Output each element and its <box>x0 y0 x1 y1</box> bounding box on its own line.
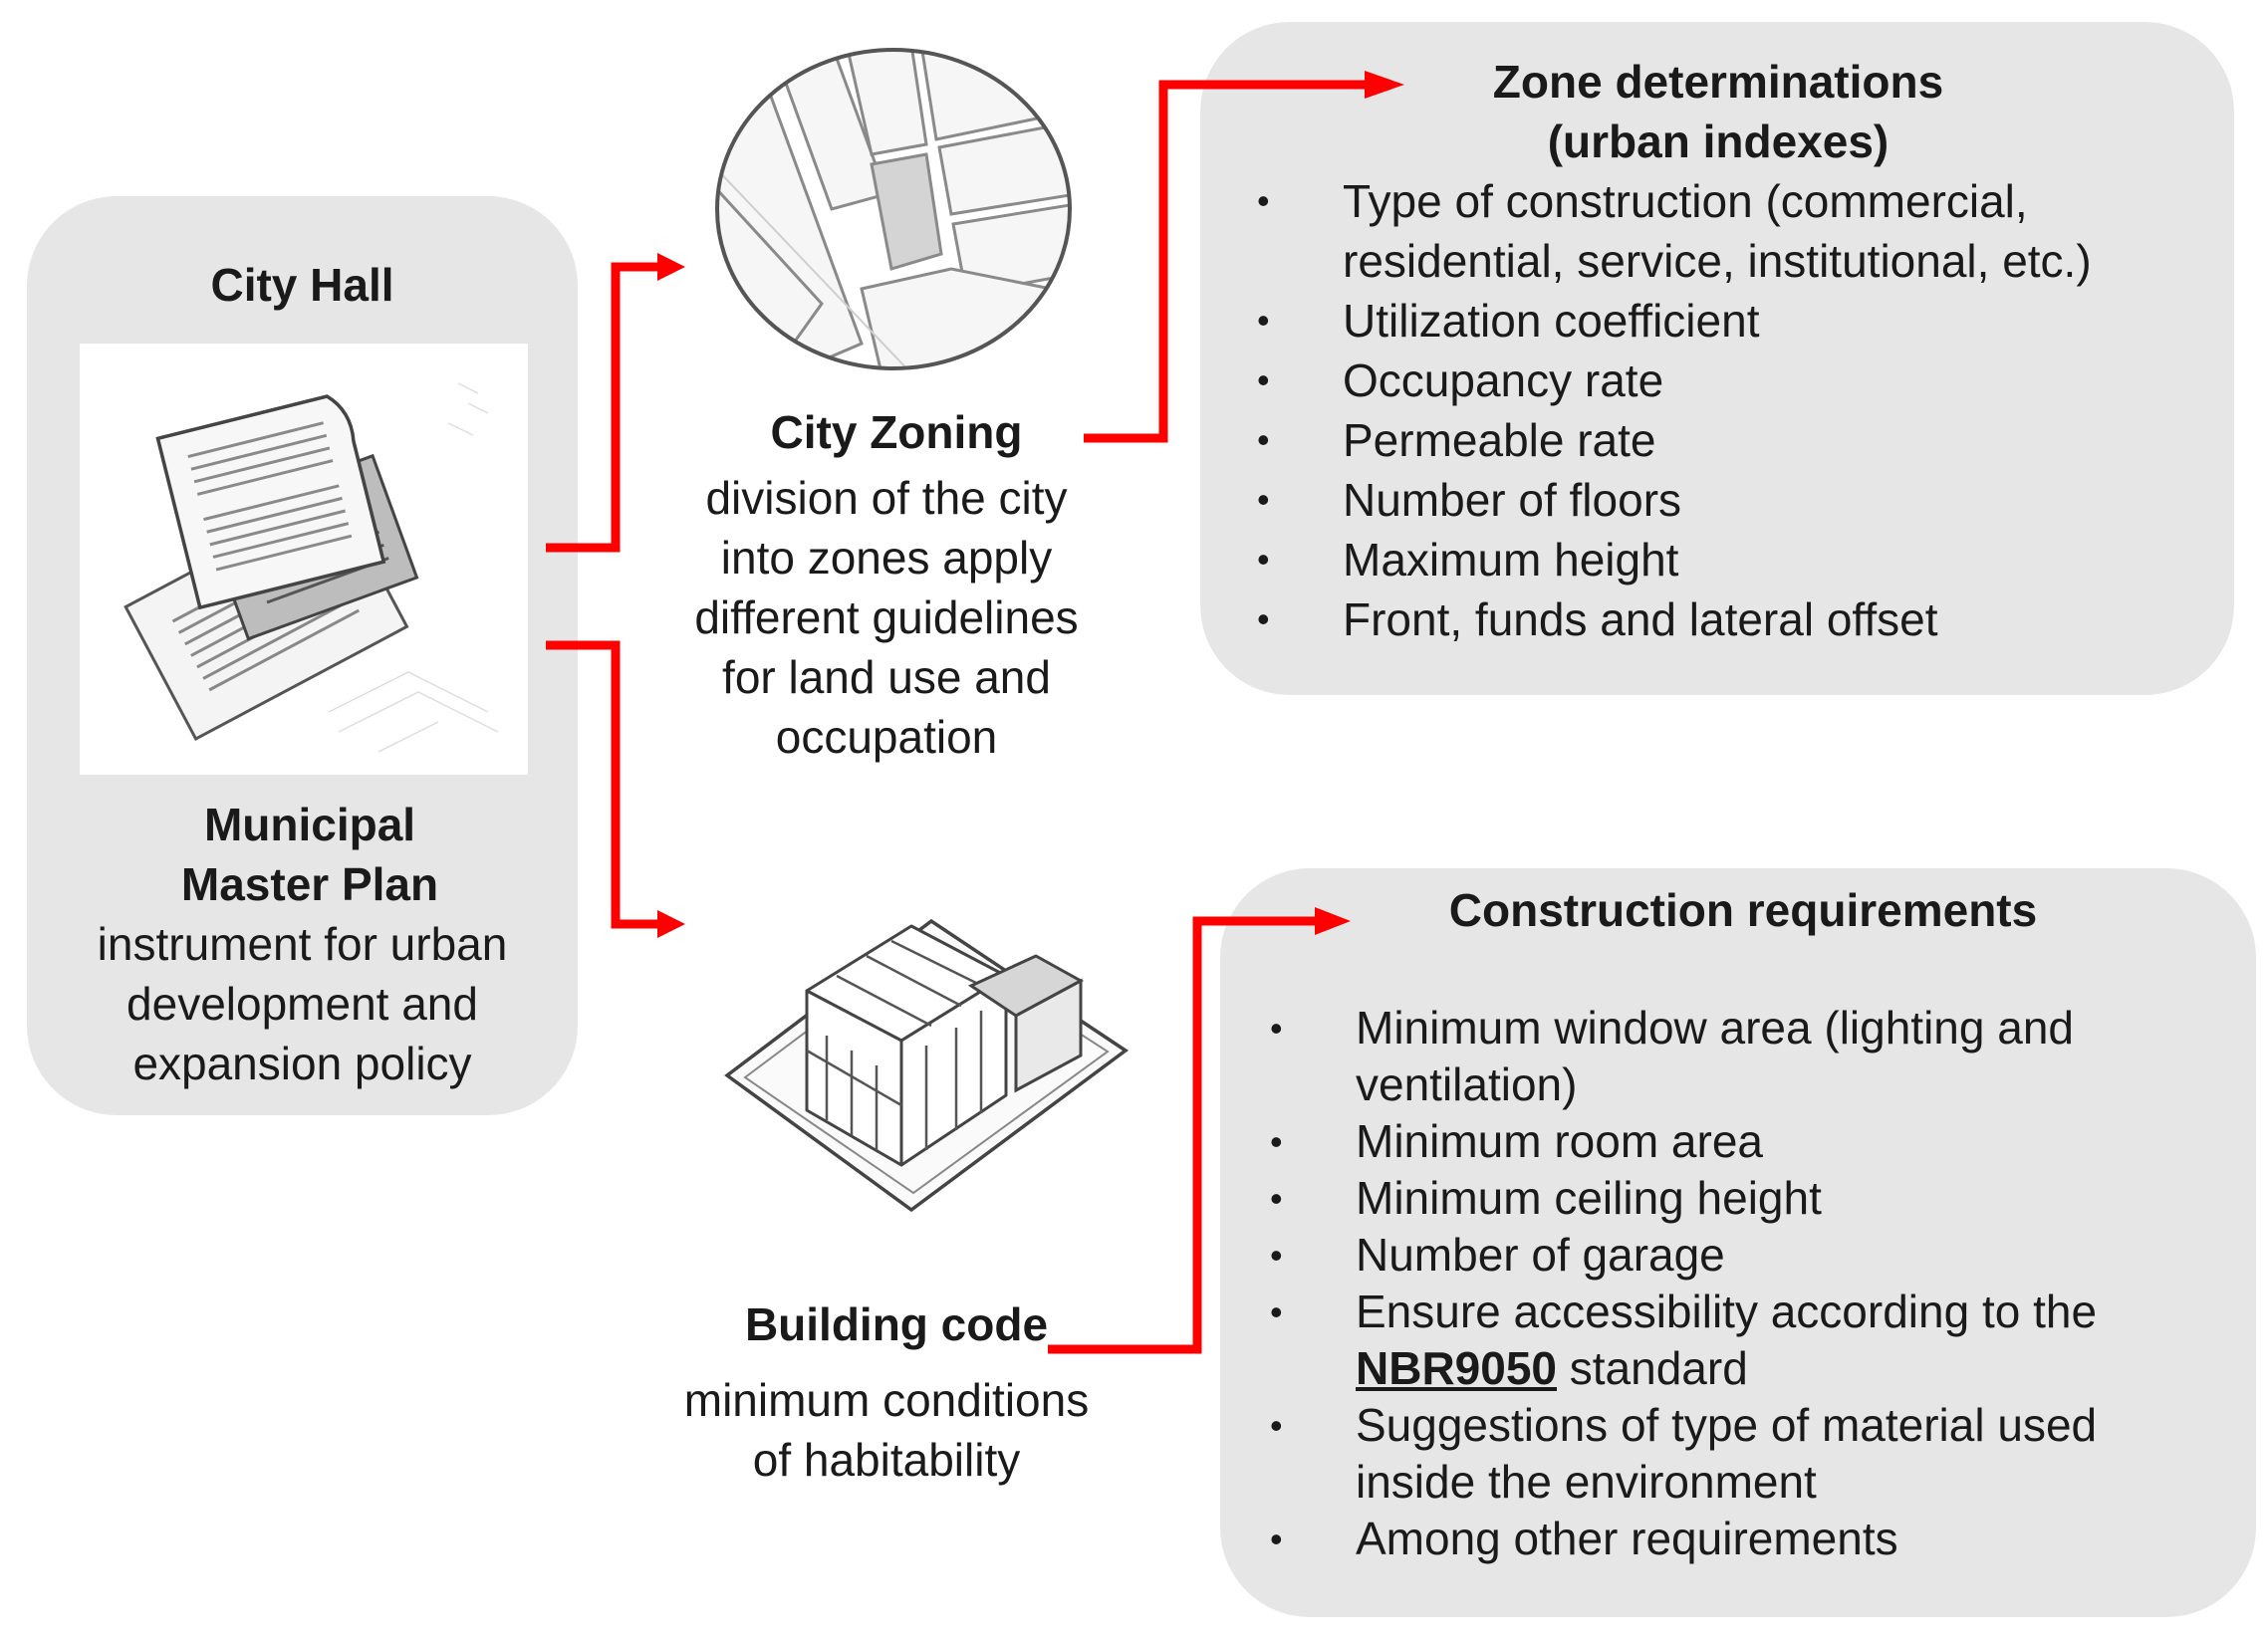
building-code-desc-line1: minimum conditions <box>683 1374 1090 1426</box>
city-zoning-desc-line3: different guidelines <box>694 591 1079 643</box>
arrow-to-construction-requirements <box>1048 916 1315 1354</box>
list-item: Utilization coefficient <box>1257 291 2193 351</box>
list-item: Type of construction (commercial, reside… <box>1257 171 2193 291</box>
zoning-map-icon <box>715 48 1072 370</box>
list-item: Occupancy rate <box>1257 351 2193 410</box>
list-item: Maximum height <box>1257 530 2193 589</box>
construction-requirements-list: Minimum window area (lighting and ventil… <box>1270 1000 2216 1567</box>
zone-determinations-title-line2: (urban indexes) <box>1547 116 1890 167</box>
master-plan-title-line2: Master Plan <box>180 858 439 910</box>
building-sketch <box>717 866 1135 1225</box>
city-zoning-description: division of the city into zones apply di… <box>657 468 1116 767</box>
zone-determinations-list: Type of construction (commercial, reside… <box>1257 171 2193 649</box>
arrow-to-zone-determinations <box>1084 80 1365 443</box>
city-zoning-map <box>712 45 1076 373</box>
arrowhead-zone-determinations <box>1365 71 1404 99</box>
arrow-to-building-code <box>546 640 657 929</box>
accessibility-text: Ensure accessibility according to the <box>1356 1286 2098 1337</box>
construction-requirements-title: Construction requirements <box>1448 884 2038 936</box>
city-zoning-title: City Zoning <box>770 406 1023 458</box>
list-item: Minimum window area (lighting and ventil… <box>1270 1000 2216 1113</box>
arrow-to-city-zoning <box>546 262 657 553</box>
list-item: Minimum room area <box>1270 1113 2216 1170</box>
nbr9050-standard: NBR9050 <box>1356 1342 1557 1394</box>
city-zoning-desc-line4: for land use and <box>722 651 1051 703</box>
city-zoning-desc-line2: into zones apply <box>720 532 1053 584</box>
list-item: Number of floors <box>1257 470 2193 530</box>
documents-icon <box>124 382 499 753</box>
master-plan-title: Municipal Master Plan <box>27 795 593 914</box>
master-plan-image <box>80 344 528 775</box>
arrowhead-building-code <box>657 910 685 938</box>
master-plan-desc-line3: expansion policy <box>132 1038 472 1089</box>
arrowhead-construction-requirements <box>1315 907 1351 935</box>
city-zoning-desc-line1: division of the city <box>705 472 1068 524</box>
list-item: Number of garage <box>1270 1227 2216 1284</box>
city-hall-title: City Hall <box>210 259 394 311</box>
building-code-description: minimum conditions of habitability <box>637 1370 1135 1490</box>
list-item: Ensure accessibility according to the NB… <box>1270 1284 2216 1397</box>
list-item: Minimum ceiling height <box>1270 1170 2216 1227</box>
arrowhead-city-zoning <box>657 253 685 281</box>
list-item: Front, funds and lateral offset <box>1257 589 2193 649</box>
list-item: Among other requirements <box>1270 1511 2216 1567</box>
city-zoning-desc-line5: occupation <box>775 711 998 763</box>
master-plan-desc-line1: instrument for urban <box>97 918 508 970</box>
zone-determinations-title: Zone determinations (urban indexes) <box>1414 52 2022 171</box>
zone-determinations-title-line1: Zone determinations <box>1492 56 1944 108</box>
master-plan-description: instrument for urban development and exp… <box>27 914 578 1093</box>
building-icon <box>724 918 1130 1213</box>
master-plan-desc-line2: development and <box>126 978 478 1030</box>
list-item: Suggestions of type of material used ins… <box>1270 1397 2216 1511</box>
standard-suffix: standard <box>1557 1342 1748 1394</box>
master-plan-title-line1: Municipal <box>203 799 416 850</box>
building-code-title: Building code <box>744 1298 1049 1350</box>
building-code-desc-line2: of habitability <box>752 1434 1021 1486</box>
list-item: Permeable rate <box>1257 410 2193 470</box>
